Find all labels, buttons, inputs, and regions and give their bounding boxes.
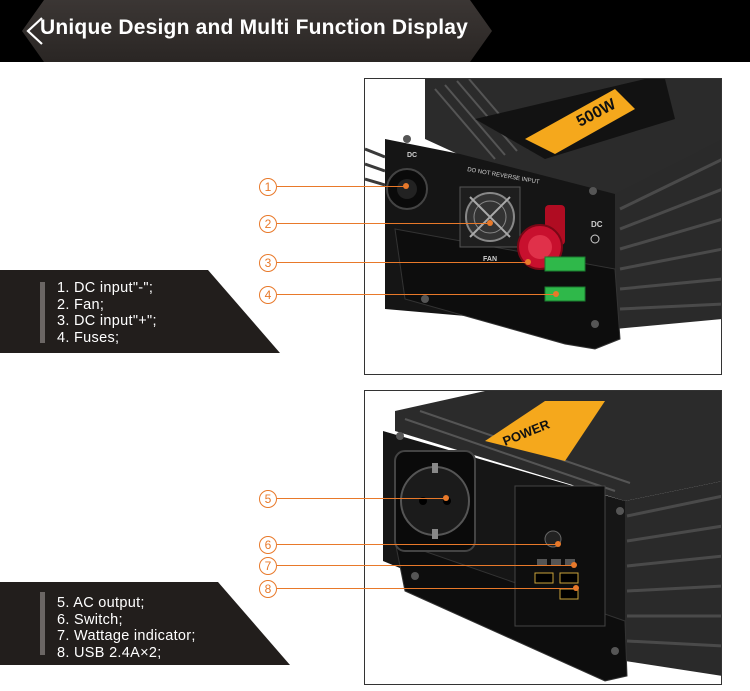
- callout-3: 3: [259, 254, 531, 272]
- dc-label-left: DC: [407, 152, 417, 159]
- callout-number: 4: [259, 286, 277, 304]
- callout-number: 8: [259, 580, 277, 598]
- chevron-left-icon: [26, 17, 43, 45]
- callout-8: 8: [259, 580, 579, 598]
- header-banner: Unique Design and Multi Function Display: [0, 0, 750, 62]
- callout-number: 5: [259, 490, 277, 508]
- dc-label: DC: [591, 220, 603, 229]
- feature-item: 2. Fan;: [57, 296, 105, 313]
- feature-list: 1. DC input"-"; 2. Fan; 3. DC input"+"; …: [57, 280, 157, 346]
- feature-item: 1. DC input"-";: [57, 280, 154, 296]
- header-tab: [22, 0, 492, 62]
- feature-item: 4. Fuses;: [57, 329, 120, 346]
- callout-number: 3: [259, 254, 277, 272]
- callout-number: 1: [259, 178, 277, 196]
- callout-7: 7: [259, 557, 577, 575]
- callout-number: 2: [259, 215, 277, 233]
- feature-item: 7. Wattage indicator;: [57, 628, 196, 644]
- fan-label: FAN: [483, 256, 497, 263]
- features-panel-top: 1. DC input"-"; 2. Fan; 3. DC input"+"; …: [0, 270, 280, 353]
- feature-item: 6. Switch;: [57, 611, 123, 628]
- inverter-rear-photo: 500W DO NOT REVERSE INPUT: [364, 78, 722, 375]
- features-panel-bottom: 5. AC output; 6. Switch; 7. Wattage indi…: [0, 582, 290, 665]
- feature-item: 8. USB 2.4A×2;: [57, 644, 162, 661]
- inverter-front-photo: POWER: [364, 390, 722, 685]
- panel-accent-bar: [40, 592, 45, 655]
- feature-list: 5. AC output; 6. Switch; 7. Wattage indi…: [57, 595, 196, 661]
- feature-item: 5. AC output;: [57, 595, 145, 611]
- callout-2: 2: [259, 215, 493, 233]
- feature-item: 3. DC input"+";: [57, 313, 157, 329]
- callout-number: 6: [259, 536, 277, 554]
- callout-5: 5: [259, 490, 449, 508]
- callout-6: 6: [259, 536, 561, 554]
- page-title: Unique Design and Multi Function Display: [40, 16, 469, 39]
- callout-1: 1: [259, 178, 409, 196]
- panel-accent-bar: [40, 282, 45, 343]
- callout-4: 4: [259, 286, 559, 304]
- callout-number: 7: [259, 557, 277, 575]
